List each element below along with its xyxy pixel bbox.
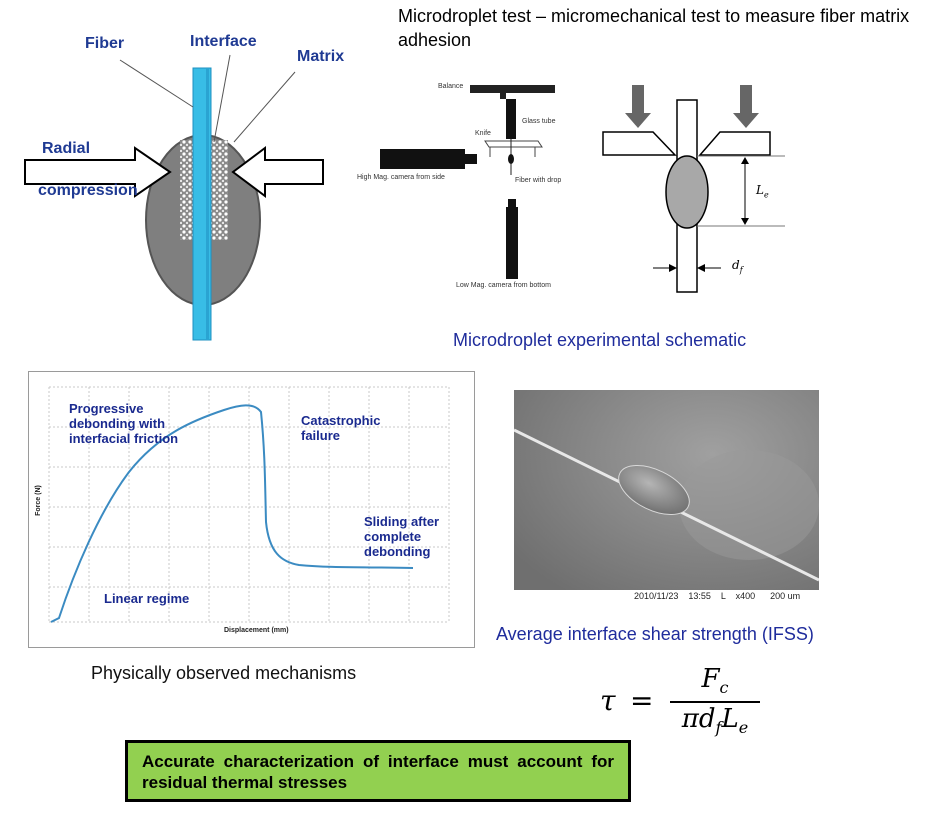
force-curve xyxy=(50,404,414,623)
formula-numerator: Fc xyxy=(701,664,729,698)
glass-tube-label: Glass tube xyxy=(522,118,556,125)
droplet-compression-diagram xyxy=(24,54,324,341)
linear-regime-annotation: Linear regime xyxy=(104,591,190,606)
progressive-debonding-annotation: Progressive debonding with interfacial f… xyxy=(69,401,179,446)
ifss-formula: τ = Fc πdfLe xyxy=(600,664,770,739)
sem-micrograph xyxy=(514,390,819,604)
formula-denominator: πdfLe xyxy=(681,704,749,738)
formula-equals: = xyxy=(630,684,654,717)
fiber-with-drop-label: Fiber with drop xyxy=(515,177,562,184)
test-setup-schematic xyxy=(380,85,555,279)
chart-plot xyxy=(48,386,450,623)
interface-label: Interface xyxy=(190,33,257,50)
chart-caption: Physically observed mechanisms xyxy=(91,663,357,683)
matrix-label: Matrix xyxy=(297,48,345,65)
df-dimension-label: df xyxy=(732,258,743,275)
compression-label: compression xyxy=(38,182,138,199)
radial-label: Radial xyxy=(42,140,91,157)
formula-fraction-bar xyxy=(670,701,760,703)
sem-graphic xyxy=(514,390,819,604)
low-mag-camera-label: Low Mag. camera from bottom xyxy=(456,282,551,289)
conclusion-note: Accurate characterization of interface m… xyxy=(125,740,631,802)
left-compression-arrow xyxy=(24,146,172,198)
knife-label: Knife xyxy=(475,130,491,137)
le-dimension-label: Le xyxy=(756,183,769,200)
chart-xlabel: Displacement (mm) xyxy=(224,627,289,634)
force-displacement-chart: Progressive debonding with interfacial f… xyxy=(28,371,475,648)
sliding-annotation: Sliding after complete debonding xyxy=(364,514,440,559)
sem-droplet xyxy=(618,464,690,516)
knife-droplet-geometry xyxy=(602,85,785,293)
sem-footer: 2010/11/23 13:55 L x400 200 um xyxy=(514,590,819,604)
schematic-caption: Microdroplet experimental schematic xyxy=(453,330,747,350)
ifss-caption: Average interface shear strength (IFSS) xyxy=(496,624,814,644)
balance-label: Balance xyxy=(438,83,464,90)
fiber-label: Fiber xyxy=(85,35,125,52)
chart-ylabel: Force (N) xyxy=(34,485,42,516)
catastrophic-failure-annotation: Catastrophic failure xyxy=(301,413,381,443)
formula-tau: τ xyxy=(600,684,616,717)
high-mag-camera-label: High Mag. camera from side xyxy=(357,174,445,181)
right-compression-arrow xyxy=(231,146,324,198)
page-title: Microdroplet test – micromechanical test… xyxy=(398,6,910,50)
